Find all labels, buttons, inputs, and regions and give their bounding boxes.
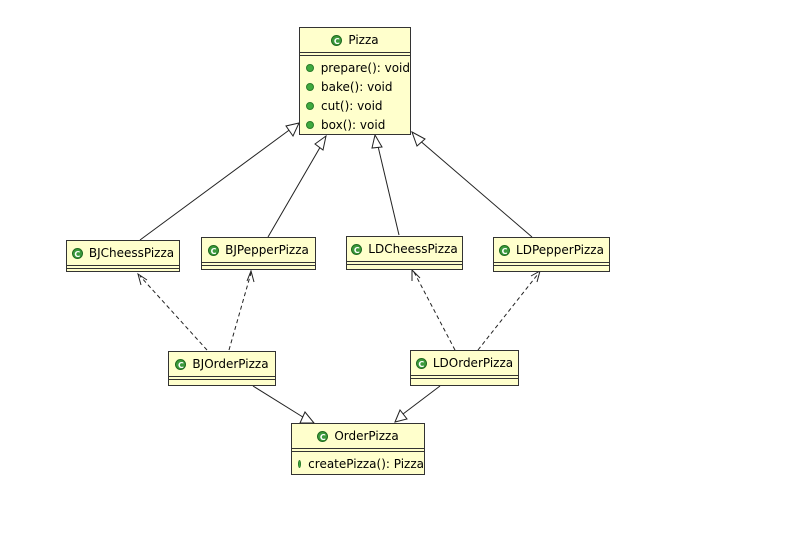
- class-header: C BJCheessPizza: [67, 241, 179, 265]
- operation-item[interactable]: box(): void: [300, 115, 410, 134]
- operation-item[interactable]: createPizza(): Pizza: [292, 454, 424, 473]
- class-separator: [494, 262, 609, 266]
- class-separator: [300, 52, 410, 56]
- class-header: C Pizza: [300, 28, 410, 52]
- class-header: C LDOrderPizza: [411, 351, 518, 375]
- operations-compartment: prepare(): void bake(): void cut(): void…: [300, 56, 410, 134]
- public-method-icon: [298, 459, 302, 468]
- class-ldorderpizza[interactable]: C LDOrderPizza: [410, 350, 519, 386]
- class-orderpizza[interactable]: C OrderPizza createPizza(): Pizza: [291, 423, 425, 475]
- class-header: C BJOrderPizza: [169, 352, 275, 376]
- operation-item[interactable]: bake(): void: [300, 77, 410, 96]
- class-separator: [169, 376, 275, 380]
- public-method-icon: [306, 82, 314, 91]
- operation-label: cut(): void: [321, 98, 383, 113]
- class-separator: [202, 262, 315, 266]
- class-header: C BJPepperPizza: [202, 238, 315, 262]
- edge-ldcheess-to-pizza: [376, 141, 400, 236]
- public-method-icon: [306, 63, 314, 72]
- class-name: BJOrderPizza: [192, 357, 269, 371]
- class-header: C LDCheessPizza: [347, 237, 462, 261]
- public-method-icon: [306, 120, 314, 129]
- public-method-icon: [306, 101, 314, 110]
- class-ldpepperpizza[interactable]: C LDPepperPizza: [493, 237, 610, 272]
- edge-bjpepper-to-pizza: [267, 143, 323, 238]
- arrowhead-bjpepper-pizza: [314, 134, 327, 151]
- dep-ldorder-ldcheess: [413, 271, 456, 351]
- dep-bjorder-bjcheess: [139, 275, 208, 351]
- class-icon: C: [499, 244, 511, 256]
- class-bjorderpizza[interactable]: C BJOrderPizza: [168, 351, 276, 386]
- class-icon: C: [351, 243, 363, 255]
- dependency-lines: [139, 271, 539, 351]
- dep-ldorder-ldpepper: [477, 273, 539, 351]
- class-icon: C: [415, 357, 427, 369]
- class-icon: C: [208, 244, 220, 256]
- operation-label: createPizza(): Pizza: [308, 456, 424, 471]
- generalization-lines: [139, 127, 533, 420]
- class-icon: C: [71, 247, 83, 259]
- class-icon: C: [331, 34, 343, 46]
- class-name: LDCheessPizza: [368, 242, 458, 256]
- class-header: C LDPepperPizza: [494, 238, 609, 262]
- arrowhead-bjorder-orderpizza: [299, 411, 316, 424]
- dep-head-bjpepper: [246, 269, 255, 283]
- operation-item[interactable]: prepare(): void: [300, 58, 410, 77]
- arrowhead-bjcheess-pizza: [285, 122, 300, 137]
- class-name: BJPepperPizza: [225, 243, 309, 257]
- class-header: C OrderPizza: [292, 424, 424, 448]
- operation-label: bake(): void: [321, 79, 393, 94]
- generalization-arrowheads: [285, 122, 426, 424]
- class-icon: C: [317, 430, 329, 442]
- class-bjcheesspizza[interactable]: C BJCheessPizza: [66, 240, 180, 272]
- dep-head-ldcheess: [411, 268, 421, 281]
- operation-label: box(): void: [321, 117, 386, 132]
- dep-head-bjcheess: [137, 272, 148, 286]
- class-separator: [292, 448, 424, 452]
- operation-item[interactable]: cut(): void: [300, 96, 410, 115]
- edge-bjcheess-to-pizza: [139, 127, 293, 241]
- class-name: OrderPizza: [334, 429, 399, 443]
- class-name: BJCheessPizza: [88, 246, 175, 260]
- edge-bjorder-to-orderpizza: [252, 385, 307, 420]
- class-separator: [67, 265, 179, 269]
- class-name: LDOrderPizza: [432, 356, 514, 370]
- arrowhead-ldcheess-pizza: [371, 133, 383, 149]
- arrowhead-ldpepper-pizza: [411, 130, 426, 147]
- class-ldcheesspizza[interactable]: C LDCheessPizza: [346, 236, 463, 270]
- class-separator: [411, 375, 518, 379]
- arrowhead-ldorder-orderpizza: [394, 409, 408, 423]
- dependency-arrowheads: [137, 268, 541, 286]
- class-separator: [347, 261, 462, 265]
- class-name: Pizza: [348, 33, 379, 47]
- class-name: LDPepperPizza: [516, 243, 604, 257]
- edge-ldorder-to-orderpizza: [402, 385, 441, 415]
- edge-ldpepper-to-pizza: [417, 138, 533, 238]
- class-icon: C: [175, 358, 187, 370]
- class-bjpepperpizza[interactable]: C BJPepperPizza: [201, 237, 316, 270]
- class-pizza[interactable]: C Pizza prepare(): void bake(): void cut…: [299, 27, 411, 135]
- dep-bjorder-bjpepper: [228, 272, 252, 351]
- operation-label: prepare(): void: [320, 60, 410, 75]
- operations-compartment: createPizza(): Pizza: [292, 452, 424, 473]
